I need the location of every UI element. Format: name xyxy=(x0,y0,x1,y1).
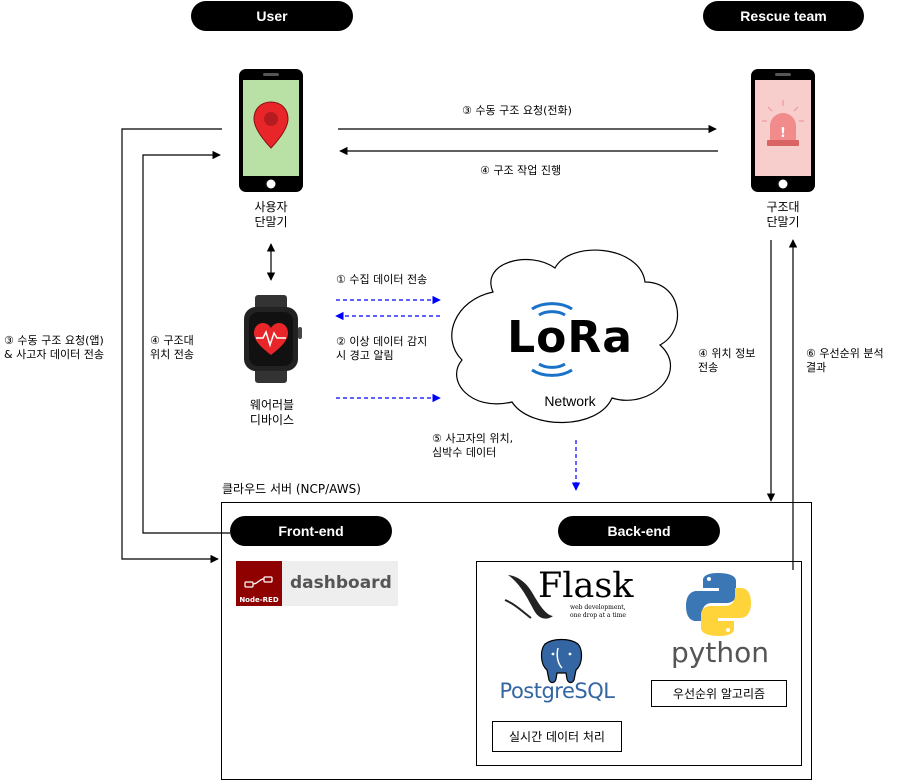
python-logo-text: python xyxy=(671,636,769,669)
nodered-flow-icon xyxy=(244,576,273,588)
user-phone-label: 사용자 단말기 xyxy=(236,200,306,230)
app-request-label: ③ 수동 구조 요청(앱) & 사고자 데이터 전송 xyxy=(4,334,104,362)
lora-signal-icon xyxy=(531,302,573,377)
dashboard-label: dashboard xyxy=(290,573,392,593)
priority-algorithm-label: 우선순위 알고리즘 xyxy=(672,687,766,701)
arrow-app-request xyxy=(121,128,222,564)
priority-algorithm-box: 우선순위 알고리즘 xyxy=(651,680,787,707)
nodered-dashboard: Node-RED dashboard xyxy=(236,561,398,606)
manual-call-label: ③ 수동 구조 요청(전화) xyxy=(462,104,572,117)
flask-tagline-1: web development, xyxy=(570,604,626,611)
collect-send-label: ① 수집 데이터 전송 xyxy=(336,273,428,286)
nodered-logo-text: Node-RED xyxy=(239,596,279,604)
user-pill-label: User xyxy=(256,8,288,24)
arrow-rescue-location xyxy=(142,150,230,534)
lora-logo: LoRa xyxy=(507,312,633,363)
anomaly-alert-label: ② 이상 데이터 감지 시 경고 알림 xyxy=(336,335,427,363)
user-phone-label-1: 사용자 xyxy=(254,200,288,214)
wearable-label-1: 웨어러블 xyxy=(249,398,295,412)
priority-result-label-2: 결과 xyxy=(806,361,827,374)
user-phone-label-2: 단말기 xyxy=(254,215,288,229)
anomaly-alert-label-2: 시 경고 알림 xyxy=(336,349,394,362)
location-send-label-2: 전송 xyxy=(698,361,719,374)
rescue-location-label: ④ 구조대 위치 전송 xyxy=(150,334,194,362)
flask-logo-text: Flask xyxy=(538,566,634,606)
realtime-processing-box: 실시간 데이터 처리 xyxy=(492,721,622,752)
location-send-label-1: ④ 위치 정보 xyxy=(698,347,756,360)
wearable-label-2: 디바이스 xyxy=(249,413,295,427)
realtime-processing-label: 실시간 데이터 처리 xyxy=(509,730,605,744)
app-request-label-1: ③ 수동 구조 요청(앱) xyxy=(4,334,104,347)
rescue-location-label-1: ④ 구조대 xyxy=(150,334,194,347)
location-send-label: ④ 위치 정보 전송 xyxy=(698,347,755,375)
victim-data-label: ⑤ 사고자의 위치, 심박수 데이터 xyxy=(432,432,513,460)
backend-box xyxy=(476,561,802,766)
rescue-progress-label: ④ 구조 작업 진행 xyxy=(480,164,562,177)
wearable-label: 웨어러블 디바이스 xyxy=(232,398,312,428)
victim-data-label-2: 심박수 데이터 xyxy=(432,446,497,459)
cloud-server-title: 클라우드 서버 (NCP/AWS) xyxy=(222,482,361,496)
rescue-phone-label: 구조대 단말기 xyxy=(748,200,818,230)
anomaly-alert-label-1: ② 이상 데이터 감지 xyxy=(336,335,428,348)
rescue-team-pill-label: Rescue team xyxy=(740,8,827,24)
rescue-team-pill: Rescue team xyxy=(703,1,864,31)
backend-pill: Back-end xyxy=(558,516,720,546)
user-pill: User xyxy=(191,1,353,31)
backend-pill-label: Back-end xyxy=(607,523,671,539)
app-request-label-2: & 사고자 데이터 전송 xyxy=(4,348,105,361)
priority-result-label-1: ⑥ 우선순위 분석 xyxy=(806,347,884,360)
nodered-logo: Node-RED xyxy=(236,561,282,606)
network-label: Network xyxy=(544,393,596,409)
cloud-server-box xyxy=(221,502,812,780)
rescue-phone-label-1: 구조대 xyxy=(766,200,800,214)
priority-result-label: ⑥ 우선순위 분석 결과 xyxy=(806,347,884,375)
rescue-phone-label-2: 단말기 xyxy=(766,215,800,229)
victim-data-label-1: ⑤ 사고자의 위치, xyxy=(432,432,514,445)
rescue-location-label-2: 위치 전송 xyxy=(150,348,194,361)
svg-text:!: ! xyxy=(780,126,786,141)
frontend-pill: Front-end xyxy=(230,516,392,546)
frontend-pill-label: Front-end xyxy=(278,523,344,539)
flask-tagline-2: one drop at a time xyxy=(570,612,626,619)
postgresql-logo-text: PostgreSQL xyxy=(499,679,615,703)
